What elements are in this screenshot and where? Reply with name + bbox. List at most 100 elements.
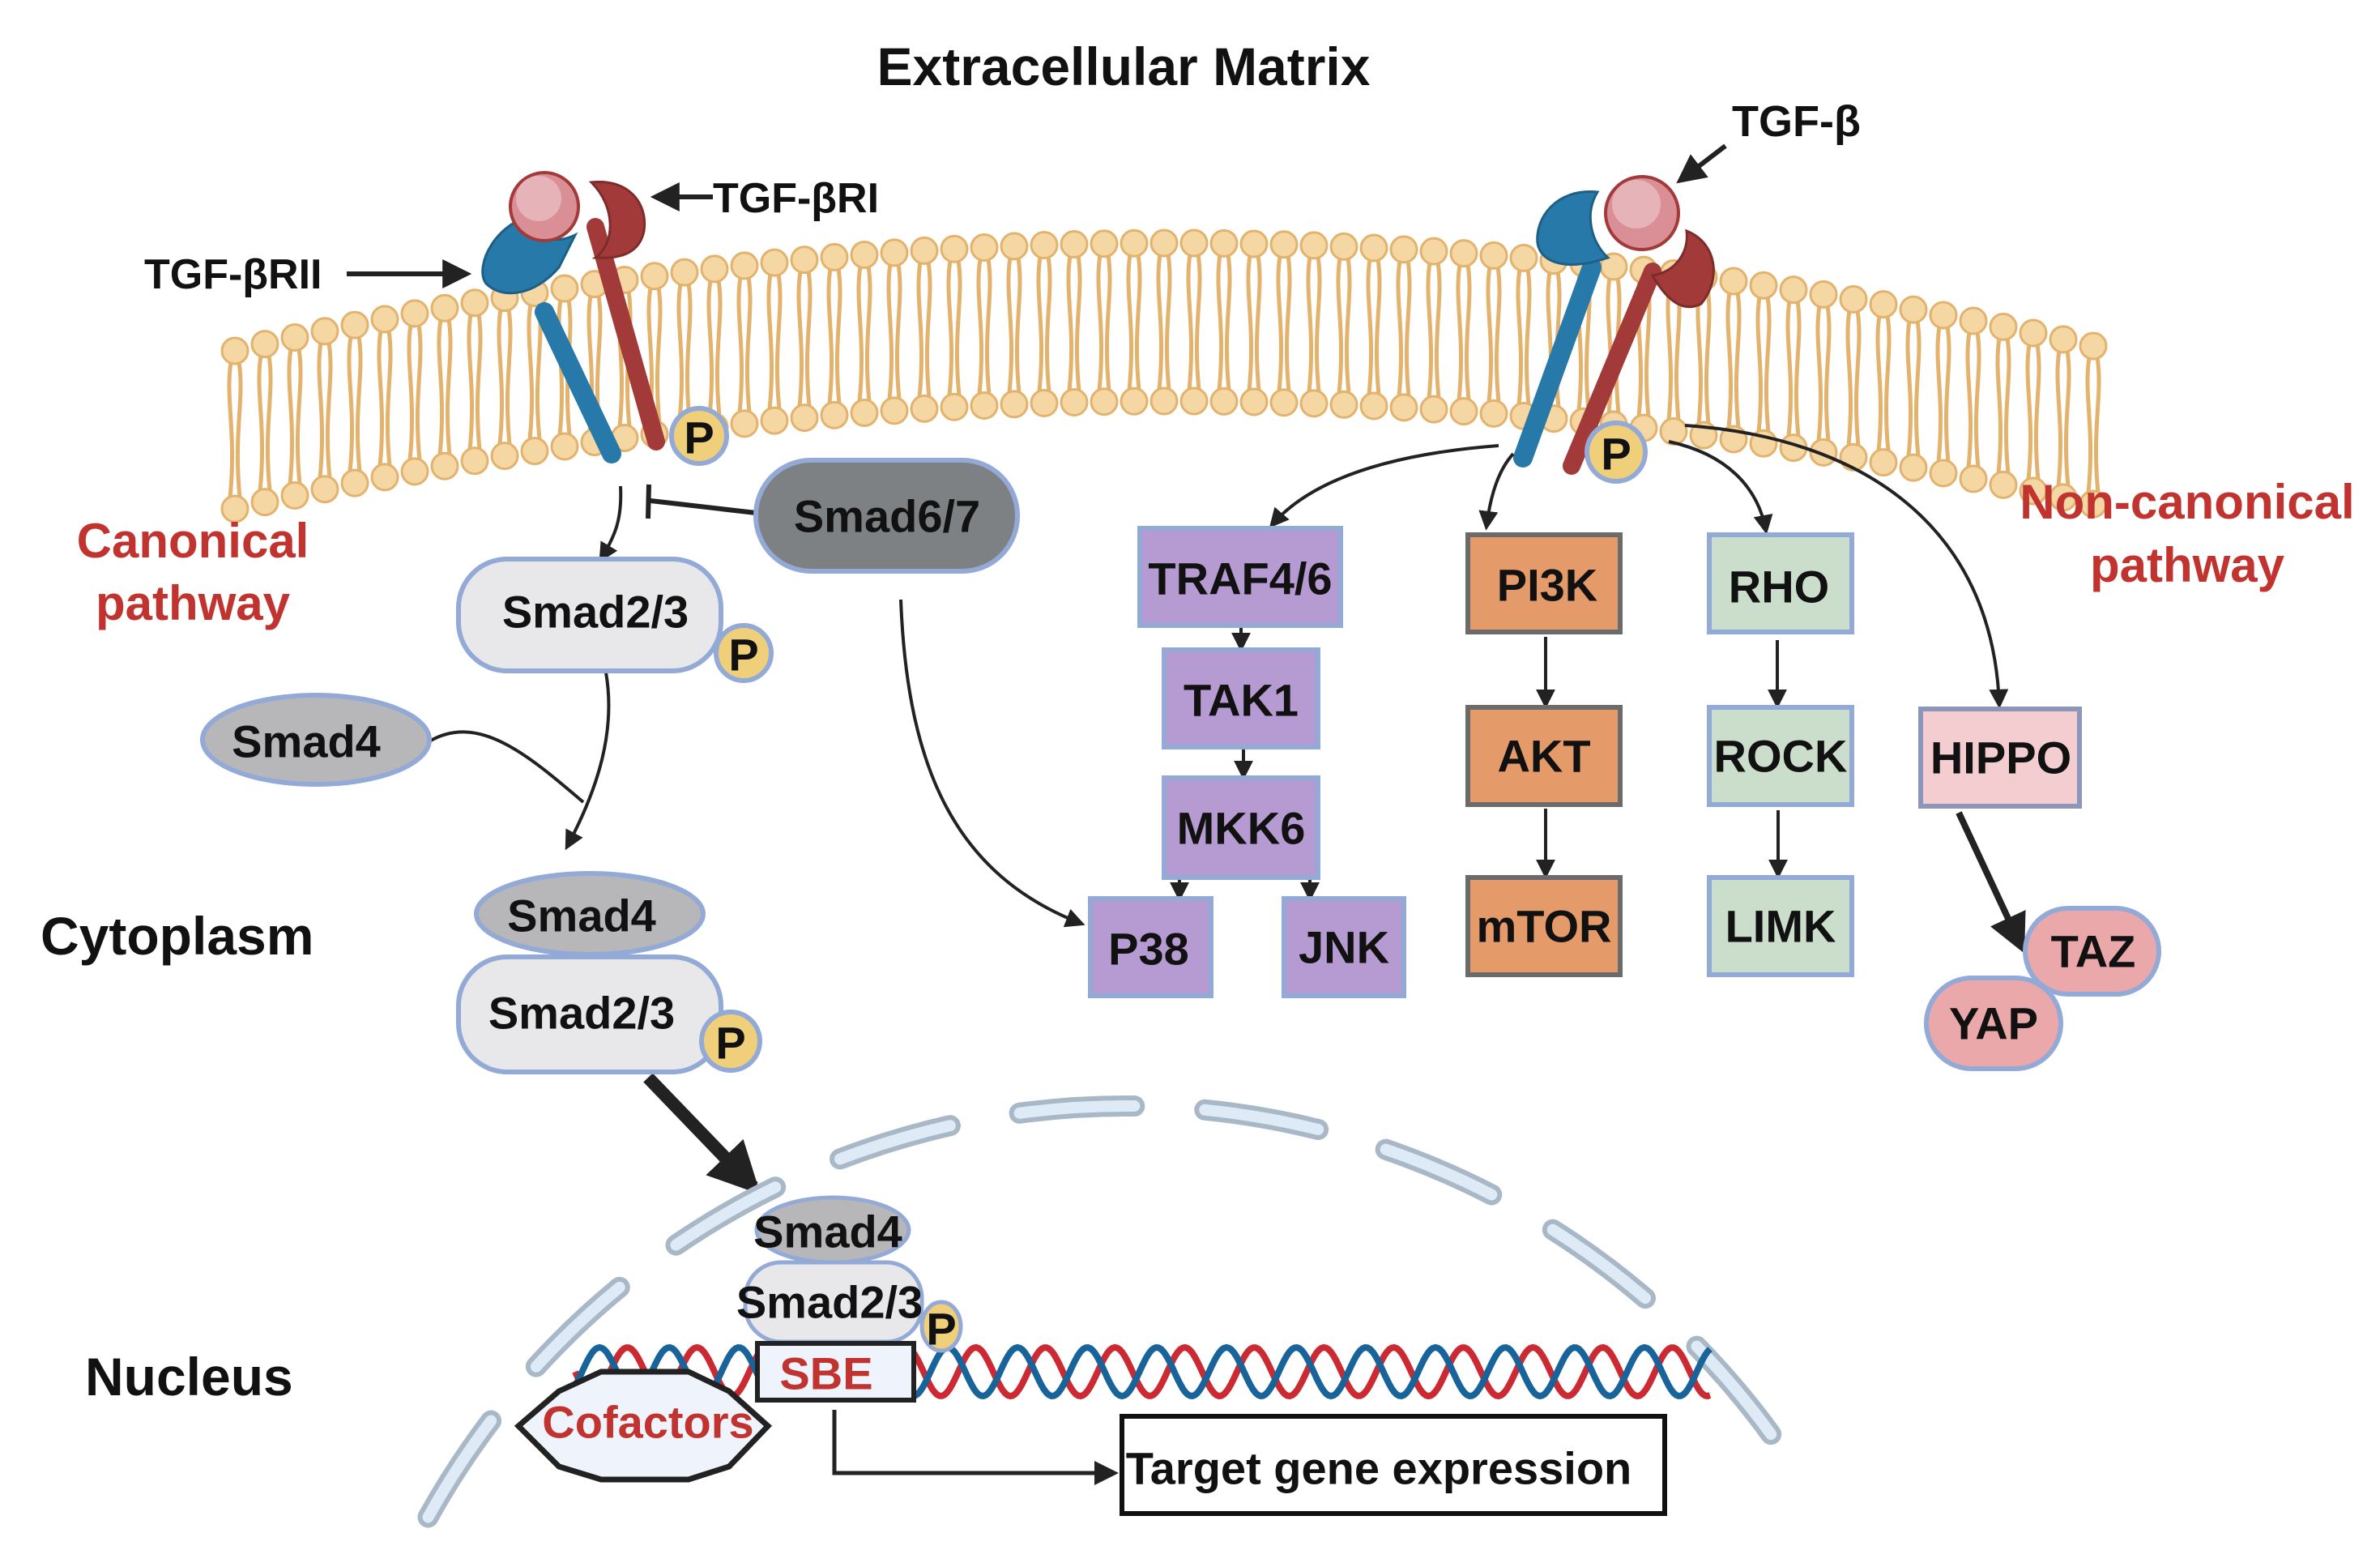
svg-text:TRAF4/6: TRAF4/6 bbox=[1148, 553, 1332, 604]
svg-text:Smad4: Smad4 bbox=[753, 1206, 902, 1258]
lipid-molecule bbox=[1329, 232, 1358, 419]
lipid-molecule bbox=[1299, 231, 1329, 418]
envelope-segment bbox=[1375, 1138, 1503, 1206]
lipid-molecule bbox=[250, 330, 279, 517]
dna-double-helix bbox=[572, 1343, 1712, 1400]
svg-text:Smad4: Smad4 bbox=[507, 890, 656, 942]
lipid-molecule bbox=[940, 234, 969, 421]
pi3k-branch: PI3K AKT mTOR bbox=[1465, 532, 1623, 977]
arrow-smad4-join bbox=[428, 730, 585, 804]
svg-text:P: P bbox=[728, 630, 758, 681]
svg-text:Smad6/7: Smad6/7 bbox=[794, 491, 980, 542]
phospho-badge: P bbox=[1585, 421, 1648, 484]
lipid-molecule bbox=[880, 238, 909, 425]
lipid-molecule bbox=[1359, 233, 1388, 421]
receptor-complex-left: P bbox=[481, 171, 729, 466]
nuclear-envelope bbox=[417, 1095, 1782, 1528]
hippo-node: HIPPO bbox=[1918, 707, 2082, 809]
lipid-molecule bbox=[1899, 295, 1928, 482]
envelope-segment bbox=[1686, 1335, 1782, 1445]
arrow-to-traf bbox=[1269, 444, 1499, 528]
extracellular-matrix-title: Extracellular Matrix bbox=[877, 36, 1371, 96]
akt-node: AKT bbox=[1465, 705, 1623, 807]
canonical-arrows bbox=[428, 484, 1086, 1195]
tgfbr1-receptor-right bbox=[1563, 228, 1715, 475]
lipid-molecule bbox=[1419, 237, 1448, 424]
envelope-segment bbox=[1009, 1095, 1145, 1124]
cofactors-octagon: Cofactors bbox=[514, 1369, 773, 1483]
svg-text:P: P bbox=[1601, 429, 1631, 480]
lipid-molecule bbox=[1989, 312, 2018, 499]
lipid-molecule bbox=[550, 274, 579, 461]
lipid-molecule bbox=[1179, 228, 1209, 416]
lipid-molecule bbox=[820, 242, 849, 429]
lipid-molecule bbox=[1030, 231, 1059, 418]
lipid-molecule bbox=[1749, 271, 1778, 458]
lipid-molecule bbox=[1869, 290, 1898, 477]
arrow-to-pi3k bbox=[1478, 452, 1515, 531]
lipid-molecule bbox=[1120, 228, 1149, 416]
svg-text:ROCK: ROCK bbox=[1714, 731, 1848, 782]
tgfb-ligand-label: TGF-β bbox=[1732, 97, 1861, 146]
sbe-element: SBE bbox=[755, 1341, 916, 1403]
lipid-molecule bbox=[460, 288, 489, 476]
svg-text:JNK: JNK bbox=[1299, 922, 1389, 973]
mtor-node: mTOR bbox=[1465, 875, 1623, 977]
traf46-node: TRAF4/6 bbox=[1137, 526, 1343, 628]
svg-text:pathway: pathway bbox=[96, 576, 291, 630]
tgfbr1-receptor-left bbox=[586, 180, 665, 450]
svg-text:YAP: YAP bbox=[1949, 998, 2038, 1049]
lipid-molecule bbox=[730, 251, 759, 438]
svg-text:AKT: AKT bbox=[1497, 731, 1590, 782]
arrow-smad23-to-complex bbox=[565, 672, 611, 851]
tgfbr1-label: TGF-βRI bbox=[713, 175, 879, 222]
lipid-molecule bbox=[1959, 306, 1988, 493]
lipid-molecule bbox=[430, 293, 459, 480]
svg-text:MKK6: MKK6 bbox=[1177, 803, 1306, 854]
svg-text:Smad2/3: Smad2/3 bbox=[502, 587, 689, 638]
smad23-node: Smad2/3 P bbox=[456, 557, 774, 683]
tgfb-ligand-left bbox=[509, 171, 580, 242]
lipid-molecule bbox=[1509, 243, 1538, 430]
svg-text:P: P bbox=[926, 1304, 956, 1355]
svg-text:Target gene expression: Target gene expression bbox=[1126, 1443, 1632, 1494]
tgfbr1-label-group: TGF-βRI bbox=[650, 175, 879, 222]
lipid-molecule bbox=[1929, 301, 1958, 488]
hippo-branch: HIPPO TAZ YAP bbox=[1918, 707, 2161, 1071]
envelope-segment bbox=[830, 1115, 961, 1170]
svg-text:Canonical: Canonical bbox=[77, 514, 309, 568]
nucleus-label: Nucleus bbox=[85, 1347, 293, 1407]
arrow-to-hippo bbox=[1684, 424, 2009, 709]
tgfbr2-receptor-left bbox=[481, 211, 621, 463]
svg-text:P38: P38 bbox=[1108, 924, 1189, 975]
rho-node: RHO bbox=[1707, 532, 1854, 634]
lipid-molecule bbox=[1809, 280, 1838, 467]
lipid-molecule bbox=[2049, 325, 2078, 512]
tgfbr2-receptor-right bbox=[1513, 190, 1610, 468]
jnk-node: JNK bbox=[1282, 896, 1406, 998]
limk-node: LIMK bbox=[1707, 875, 1854, 977]
lipid-molecule bbox=[1000, 232, 1029, 419]
canonical-pathway-label: Canonical pathway bbox=[77, 514, 309, 630]
svg-text:TAK1: TAK1 bbox=[1184, 675, 1299, 726]
lipid-molecule bbox=[400, 299, 429, 486]
mkk6-node: MKK6 bbox=[1162, 775, 1320, 880]
lipid-molecule bbox=[1239, 229, 1269, 416]
non-canonical-arrows bbox=[1170, 424, 2026, 954]
envelope-segment bbox=[417, 1410, 502, 1528]
lipid-molecule bbox=[1449, 239, 1478, 426]
lipid-molecule bbox=[490, 284, 519, 471]
svg-text:P: P bbox=[715, 1018, 745, 1069]
smad-complex-nucleus: Smad4 Smad2/3 P bbox=[736, 1195, 963, 1355]
phospho-badge: P bbox=[669, 406, 729, 466]
arrow-complex-to-nucleus bbox=[643, 1073, 761, 1195]
svg-text:pathway: pathway bbox=[2090, 538, 2285, 592]
envelope-segment bbox=[1542, 1219, 1657, 1309]
tak1-node: TAK1 bbox=[1162, 647, 1320, 749]
pi3k-node: PI3K bbox=[1465, 532, 1623, 634]
tgfb-ligand-right bbox=[1604, 175, 1680, 251]
target-gene-expression-box: Target gene expression bbox=[1120, 1414, 1667, 1516]
lipid-molecule bbox=[310, 317, 339, 504]
svg-text:mTOR: mTOR bbox=[1477, 901, 1612, 952]
